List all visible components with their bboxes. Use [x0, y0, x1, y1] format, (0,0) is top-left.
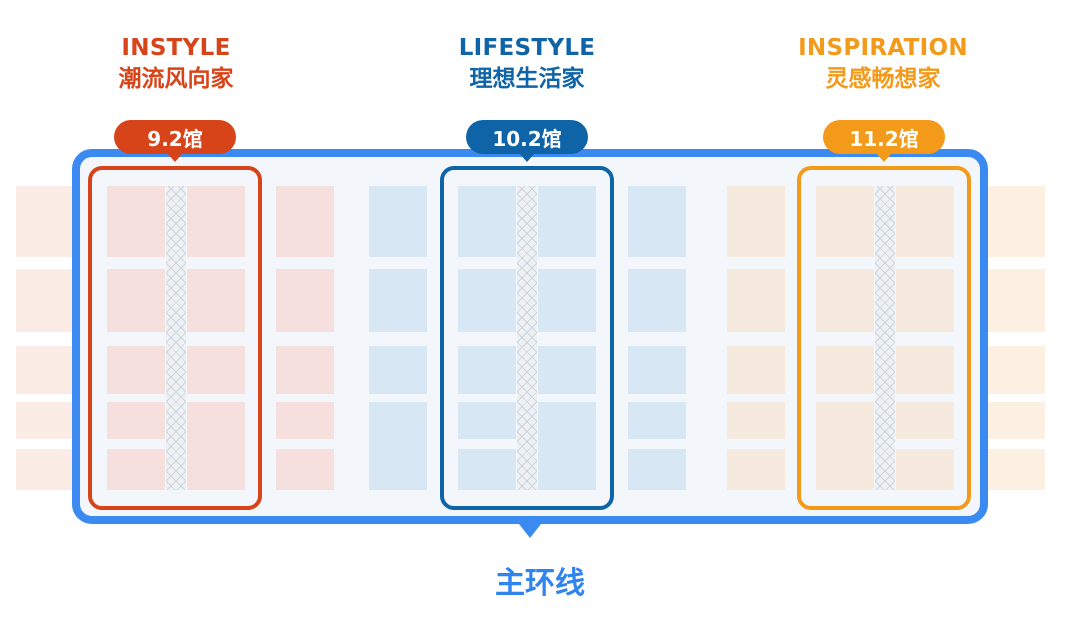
- hall-frame-11-2: [797, 166, 971, 510]
- booth: [458, 449, 516, 490]
- booth: [369, 186, 427, 257]
- hall-badge-11-2: 11.2馆: [823, 120, 945, 162]
- booth: [896, 449, 954, 490]
- booth: [628, 269, 686, 332]
- booth: [727, 346, 785, 394]
- main-loop-label: 主环线: [495, 566, 585, 601]
- booth: [458, 346, 516, 394]
- booth: [727, 402, 785, 439]
- booth: [107, 449, 165, 490]
- booth: [458, 186, 516, 257]
- booth: [538, 346, 596, 394]
- booth: [276, 402, 334, 439]
- outer-booth: [16, 269, 72, 332]
- outer-booth: [988, 346, 1045, 394]
- outer-booth: [16, 449, 72, 490]
- hall-en-name: LIFESTYLE: [458, 35, 596, 61]
- booth: [628, 346, 686, 394]
- booth: [727, 186, 785, 257]
- booth: [187, 269, 245, 332]
- hall-frame-10-2: [440, 166, 614, 510]
- booth: [107, 269, 165, 332]
- main-loop-pointer: [519, 524, 541, 538]
- hall-en-name: INSTYLE: [121, 35, 231, 61]
- booth: [896, 186, 954, 257]
- booth: [107, 186, 165, 257]
- booth: [369, 402, 427, 490]
- booth: [816, 269, 874, 332]
- outer-booth: [16, 402, 72, 439]
- hall-badge-9-2: 9.2馆: [114, 120, 236, 162]
- outer-booth: [988, 449, 1045, 490]
- booth: [458, 402, 516, 439]
- booth: [276, 449, 334, 490]
- booth: [458, 269, 516, 332]
- booth: [896, 346, 954, 394]
- booth: [538, 269, 596, 332]
- booth: [538, 186, 596, 257]
- booth: [187, 346, 245, 394]
- hall-aisle: [517, 186, 537, 490]
- booth: [816, 186, 874, 257]
- hall-cn-name: 理想生活家: [469, 66, 585, 92]
- booth: [369, 269, 427, 332]
- booth: [276, 269, 334, 332]
- booth: [628, 186, 686, 257]
- booth: [369, 346, 427, 394]
- hall-aisle: [166, 186, 186, 490]
- hall-cn-name: 灵感畅想家: [825, 66, 941, 92]
- booth: [187, 402, 245, 490]
- booth: [896, 269, 954, 332]
- hall-frame-9-2: [88, 166, 262, 510]
- booth: [276, 346, 334, 394]
- booth: [107, 402, 165, 439]
- hall-aisle: [875, 186, 895, 490]
- booth: [187, 186, 245, 257]
- outer-booth: [988, 186, 1045, 257]
- outer-booth: [16, 186, 72, 257]
- hall-title-lifestyle: LIFESTYLE 理想生活家: [407, 33, 647, 95]
- booth: [107, 346, 165, 394]
- booth: [538, 402, 596, 490]
- hall-cn-name: 潮流风向家: [118, 66, 234, 92]
- hall-badge-10-2: 10.2馆: [466, 120, 588, 162]
- outer-booth: [988, 402, 1045, 439]
- booth: [896, 402, 954, 439]
- booth: [816, 402, 874, 490]
- hall-en-name: INSPIRATION: [798, 35, 968, 61]
- hall-title-inspiration: INSPIRATION 灵感畅想家: [763, 33, 1003, 95]
- booth: [816, 346, 874, 394]
- outer-booth: [988, 269, 1045, 332]
- hall-title-instyle: INSTYLE 潮流风向家: [56, 33, 296, 95]
- booth: [628, 449, 686, 490]
- booth: [628, 402, 686, 439]
- booth: [727, 449, 785, 490]
- outer-booth: [16, 346, 72, 394]
- booth: [727, 269, 785, 332]
- booth: [276, 186, 334, 257]
